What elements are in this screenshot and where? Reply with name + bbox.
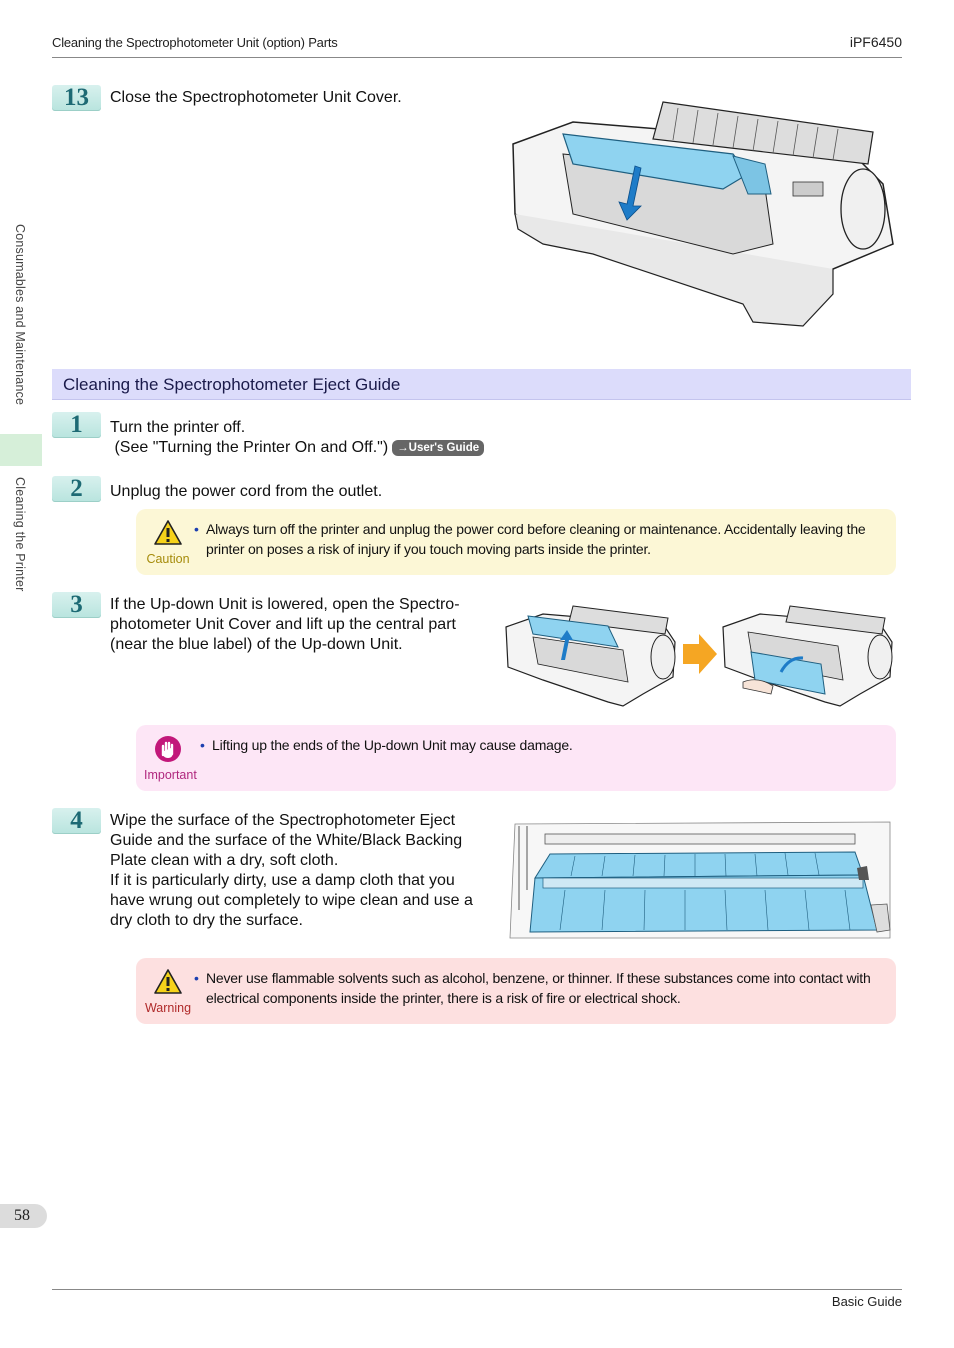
footer-rule <box>52 1289 902 1290</box>
caution-triangle-icon <box>154 520 182 545</box>
hand-stop-icon <box>155 736 181 762</box>
step-4-line: have wrung out completely to wipe clean … <box>110 892 473 909</box>
step-1-reference: (See "Turning the Printer On and Off.") <box>110 439 389 456</box>
step-3-line: If the Up-down Unit is lowered, open the… <box>110 596 460 613</box>
step-3-line: (near the blue label) of the Up-down Uni… <box>110 636 403 653</box>
step-3-text: If the Up-down Unit is lowered, open the… <box>110 595 460 655</box>
step-1-badge: 1 <box>52 412 101 438</box>
caution-bullet: • <box>194 521 199 537</box>
caution-note: Caution • Always turn off the printer an… <box>136 509 896 575</box>
warning-label: Warning <box>144 1001 192 1015</box>
important-body: Lifting up the ends of the Up-down Unit … <box>212 737 573 753</box>
step-4-line: dry cloth to dry the surface. <box>110 912 303 929</box>
step-1-text: Turn the printer off. (See "Turning the … <box>110 418 485 458</box>
step-3-line: photometer Unit Cover and lift up the ce… <box>110 616 456 633</box>
warning-text: • Never use flammable solvents such as a… <box>194 968 884 1008</box>
step-3-badge: 3 <box>52 592 101 618</box>
step-4-badge: 4 <box>52 808 101 834</box>
step-4-line: Plate clean with a dry, soft cloth. <box>110 852 339 869</box>
step-2-text: Unplug the power cord from the outlet. <box>110 483 383 500</box>
warning-bullet: • <box>194 970 199 986</box>
caution-body: Always turn off the printer and unplug t… <box>206 521 866 557</box>
step-1-line2: (See "Turning the Printer On and Off.")→… <box>110 438 485 458</box>
sidebar-chapter[interactable]: Consumables and Maintenance <box>13 224 27 406</box>
printer-close-cover-illustration <box>512 101 894 327</box>
important-bullet: • <box>200 737 205 753</box>
step-4-text: Wipe the surface of the Spectrophotomete… <box>110 811 473 931</box>
printer-open-cover <box>505 605 676 707</box>
warning-note: Warning • Never use flammable solvents s… <box>136 958 896 1024</box>
section-title: Cleaning the Spectrophotometer Eject Gui… <box>63 375 401 394</box>
next-arrow-icon <box>683 634 717 674</box>
users-guide-link[interactable]: →User's Guide <box>392 440 485 456</box>
step-4-line: Guide and the surface of the White/Black… <box>110 832 463 849</box>
important-text: • Lifting up the ends of the Up-down Uni… <box>200 735 884 755</box>
printer-lift-unit <box>722 605 893 707</box>
step-13-text: Close the Spectrophotometer Unit Cover. <box>110 89 402 106</box>
caution-label: Caution <box>146 552 190 566</box>
step-2-badge: 2 <box>52 476 101 502</box>
header-model: iPF6450 <box>849 34 902 50</box>
step-13-badge: 13 <box>52 85 101 111</box>
sidebar-subchapter[interactable]: Cleaning the Printer <box>13 477 27 592</box>
step-4-line: If it is particularly dirty, use a damp … <box>110 872 455 889</box>
important-note: Important • Lifting up the ends of the U… <box>136 725 896 791</box>
warning-triangle-icon <box>154 969 182 994</box>
step-4-line: Wipe the surface of the Spectrophotomete… <box>110 812 456 829</box>
eject-guide-illustration <box>509 821 891 939</box>
warning-body: Never use flammable solvents such as alc… <box>206 970 871 1006</box>
open-cover-lift-unit-illustration <box>505 605 893 707</box>
section-header: Cleaning the Spectrophotometer Eject Gui… <box>52 369 911 400</box>
step-1-line1: Turn the printer off. <box>110 419 246 436</box>
page-number-tab: 58 <box>0 1204 47 1228</box>
caution-text: • Always turn off the printer and unplug… <box>194 519 884 559</box>
header-rule <box>52 57 902 58</box>
important-label: Important <box>144 768 197 782</box>
header-section-title: Cleaning the Spectrophotometer Unit (opt… <box>52 35 338 50</box>
sidebar-active-marker <box>0 434 42 466</box>
page-number: 58 <box>14 1207 30 1224</box>
footer-guide-name: Basic Guide <box>831 1294 902 1309</box>
